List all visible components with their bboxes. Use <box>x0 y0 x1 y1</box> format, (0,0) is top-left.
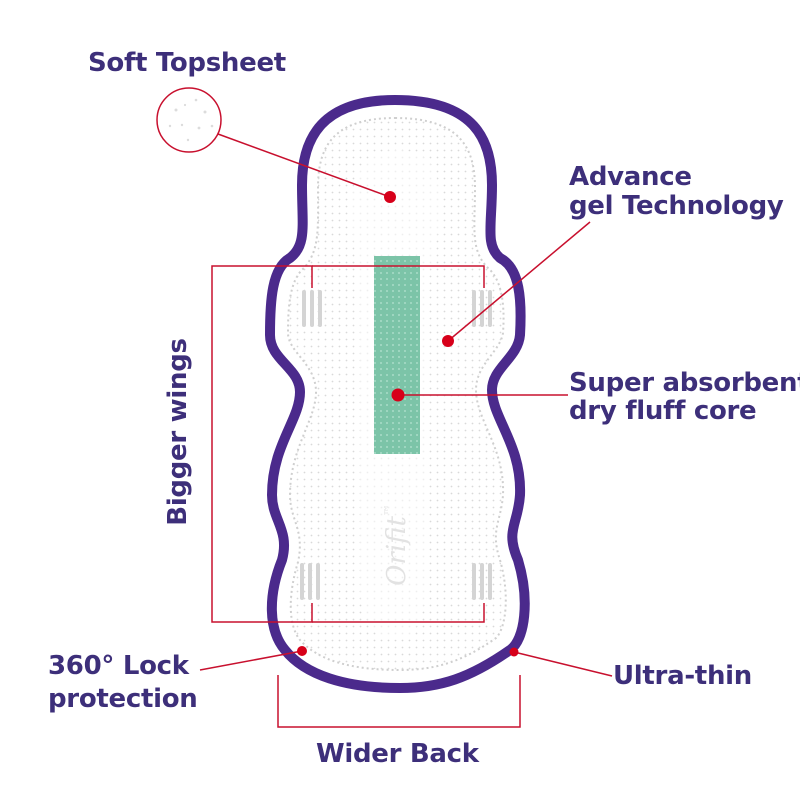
advance-gel-line1: Advance <box>569 162 692 192</box>
gel-dot <box>442 335 454 347</box>
label-ultra-thin: Ultra-thin <box>613 661 752 691</box>
label-advance-gel: Advance gel Technology <box>569 163 784 221</box>
label-wider-back: Wider Back <box>316 739 479 769</box>
lock-dot <box>297 646 307 656</box>
lock-line1: 360° Lock <box>48 651 189 681</box>
callout-lines <box>199 133 613 728</box>
ultra-thin-leader <box>513 651 613 677</box>
topsheet-leader <box>217 133 391 198</box>
ultra-thin-text: Ultra-thin <box>613 661 752 691</box>
bigger-wings-bracket-right-bottom <box>312 603 485 623</box>
lock-leader <box>199 650 303 671</box>
brand-trademark: ™ <box>382 504 396 516</box>
svg-text:Orifit™: Orifit™ <box>382 504 412 586</box>
advance-gel-line2: gel Technology <box>569 191 784 221</box>
brand-name: Orifit <box>382 516 412 586</box>
soft-topsheet-text: Soft Topsheet <box>88 48 286 78</box>
bigger-wings-bracket <box>211 265 313 623</box>
ultra-thin-dot <box>509 647 519 657</box>
wider-back-text: Wider Back <box>316 739 479 769</box>
wider-back-bracket <box>277 675 521 728</box>
callout-dots <box>297 191 519 657</box>
gel-core-strip <box>374 256 420 454</box>
bigger-wings-text: Bigger wings <box>163 338 193 526</box>
super-absorbent-line2: dry fluff core <box>569 396 757 426</box>
brand-watermark: Orifit™ <box>382 504 412 586</box>
gel-leader <box>447 221 591 342</box>
label-soft-topsheet: Soft Topsheet <box>88 48 286 78</box>
wing-grips-bottom <box>300 563 492 600</box>
super-absorbent-line1: Super absorbent <box>569 368 800 398</box>
label-360-lock: 360° Lock protection <box>48 650 198 716</box>
bigger-wings-bracket-right <box>312 265 485 288</box>
label-super-absorbent: Super absorbent dry fluff core <box>569 369 800 425</box>
topsheet-dot <box>384 191 396 203</box>
topsheet-zoom-texture <box>168 98 214 142</box>
topsheet-zoom-circle <box>156 87 222 153</box>
core-dot <box>391 388 405 402</box>
lock-line2: protection <box>48 684 198 714</box>
label-bigger-wings: Bigger wings <box>163 338 193 525</box>
